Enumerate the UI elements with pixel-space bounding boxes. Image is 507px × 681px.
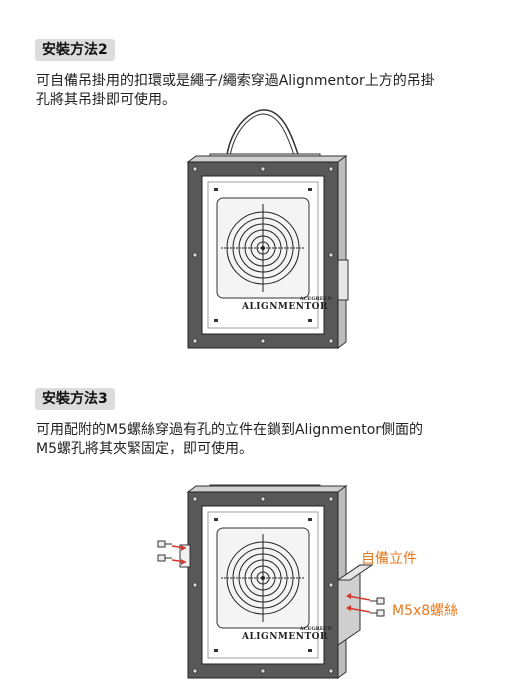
section3-line1: 可用配附的M5螺絲穿過有孔的立件在鎖到Alignmentor側面的 — [36, 422, 424, 438]
section3-text: 可用配附的M5螺絲穿過有孔的立件在鎖到Alignmentor側面的 M5螺孔將其… — [36, 421, 476, 459]
section3-line2: M5螺孔將其夾緊固定，即可使用。 — [36, 441, 253, 457]
stand-callout: 自備立件 — [361, 551, 417, 567]
section2-line2: 孔將其吊掛即可使用。 — [36, 92, 176, 108]
section2-line1: 可自備吊掛用的扣環或是繩子/繩索穿過Alignmentor上方的吊掛 — [36, 73, 435, 89]
section2-text: 可自備吊掛用的扣環或是繩子/繩索穿過Alignmentor上方的吊掛 孔將其吊掛… — [36, 72, 476, 110]
brand-logo-2: ACEGREEN ALIGNMENTOR — [242, 626, 332, 642]
brand-logo-1: ACEGREEN ALIGNMENTOR — [242, 296, 332, 312]
left-screws — [157, 540, 191, 568]
screw-callout: M5x8螺絲 — [392, 603, 459, 619]
section2-badge: 安裝方法2 — [35, 39, 115, 61]
right-screws — [346, 593, 385, 617]
section3-badge: 安裝方法3 — [35, 388, 115, 410]
